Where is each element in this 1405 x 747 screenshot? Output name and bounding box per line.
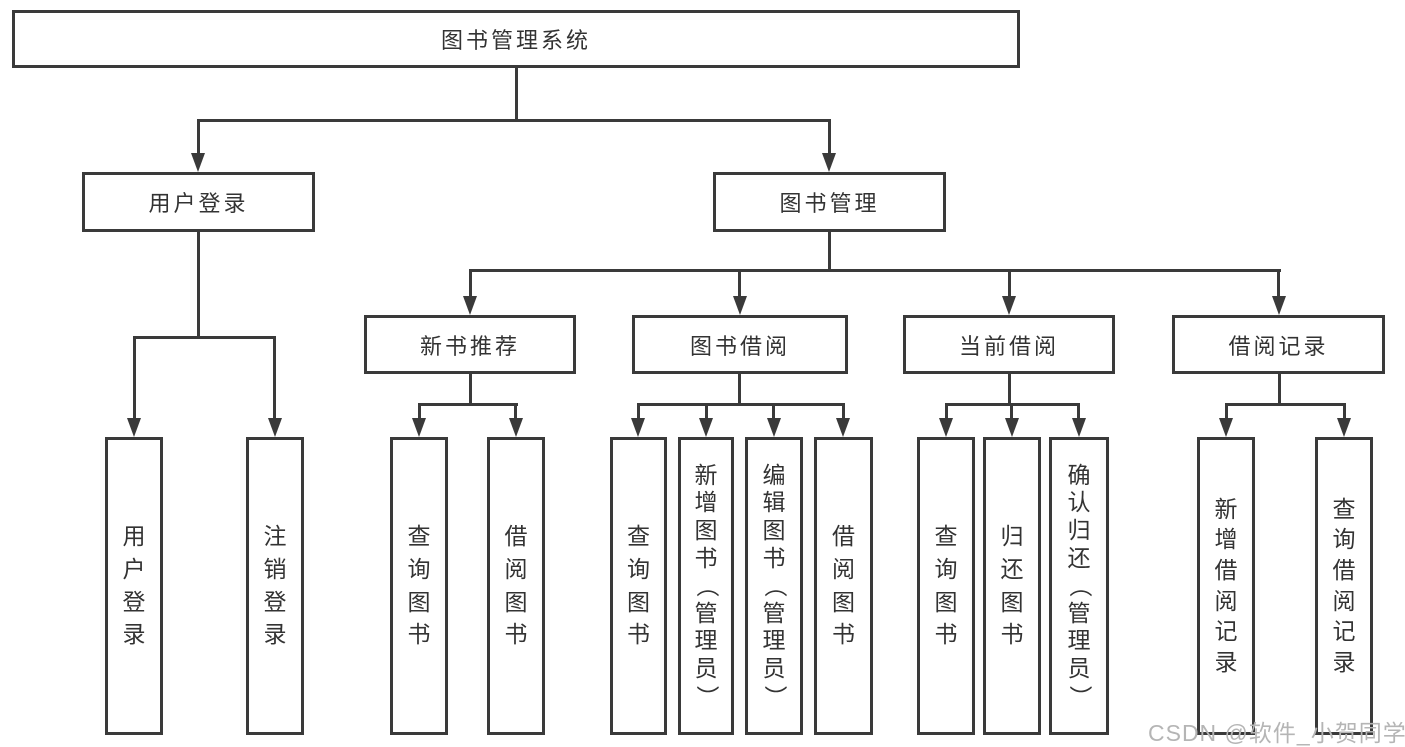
arrowhead: [191, 153, 205, 172]
node-leaf-query-books-1: 查询图书: [390, 437, 448, 735]
arrowhead: [631, 418, 645, 437]
node-label: 用户登录: [122, 523, 146, 648]
arrowhead: [268, 418, 282, 437]
node-leaf-borrow-books-1: 借阅图书: [487, 437, 545, 735]
node-book-management: 图书管理: [713, 172, 946, 232]
arrowhead: [1337, 418, 1351, 437]
node-leaf-return-books: 归还图书: [983, 437, 1041, 735]
node-new-book-recommend: 新书推荐: [364, 315, 576, 374]
arrowhead: [412, 418, 426, 437]
node-leaf-borrow-books-2: 借阅图书: [814, 437, 873, 735]
arrowhead: [1219, 418, 1233, 437]
node-label: 当前借阅: [958, 333, 1059, 359]
node-leaf-edit-books-admin: 编辑图书（管理员）: [745, 437, 803, 735]
arrowhead: [836, 418, 850, 437]
arrowhead: [1005, 418, 1019, 437]
node-label: 确认归还（管理员）: [1066, 461, 1093, 708]
arrowhead: [127, 418, 141, 437]
node-leaf-add-books-admin: 新增图书（管理员）: [678, 437, 734, 735]
node-label: 查询借阅记录: [1332, 495, 1356, 675]
node-label: 图书管理: [779, 191, 880, 216]
node-label: 用户登录: [148, 191, 249, 216]
node-label: 新书推荐: [419, 333, 520, 359]
arrowhead: [939, 418, 953, 437]
node-leaf-confirm-return-admin: 确认归还（管理员）: [1049, 437, 1109, 735]
arrowhead: [463, 296, 477, 315]
node-leaf-logout: 注销登录: [246, 437, 304, 735]
arrowhead: [733, 296, 747, 315]
arrowhead: [1002, 296, 1016, 315]
node-label: 借阅图书: [504, 523, 528, 648]
node-label: 查询图书: [627, 523, 650, 648]
node-label: 图书借阅: [689, 333, 790, 359]
node-label: 查询图书: [934, 523, 958, 648]
node-leaf-add-borrow-record: 新增借阅记录: [1197, 437, 1255, 735]
arrowhead: [699, 418, 713, 437]
node-current-borrow: 当前借阅: [903, 315, 1115, 374]
node-leaf-query-books-2: 查询图书: [610, 437, 667, 735]
arrowhead: [1272, 296, 1286, 315]
node-label: 新增借阅记录: [1214, 495, 1238, 675]
node-label: 图书管理系统: [440, 28, 591, 53]
node-label: 查询图书: [407, 523, 431, 648]
node-label: 注销登录: [263, 523, 287, 648]
node-label: 借阅记录: [1228, 333, 1329, 359]
node-label: 借阅图书: [832, 523, 855, 648]
node-leaf-query-books-3: 查询图书: [917, 437, 975, 735]
arrowhead: [822, 153, 836, 172]
arrowhead: [1072, 418, 1086, 437]
csdn-watermark: CSDN @软件_小贺同学: [1148, 720, 1405, 746]
node-label: 归还图书: [1000, 523, 1024, 648]
node-label: 编辑图书（管理员）: [761, 461, 788, 708]
node-book-borrow: 图书借阅: [632, 315, 848, 374]
node-borrow-records: 借阅记录: [1172, 315, 1385, 374]
node-label: 新增图书（管理员）: [693, 461, 720, 708]
node-user-login: 用户登录: [82, 172, 315, 232]
node-leaf-user-login: 用户登录: [105, 437, 163, 735]
arrowhead: [509, 418, 523, 437]
node-leaf-query-borrow-record: 查询借阅记录: [1315, 437, 1373, 735]
arrowhead: [767, 418, 781, 437]
node-root-library-system: 图书管理系统: [12, 10, 1020, 68]
